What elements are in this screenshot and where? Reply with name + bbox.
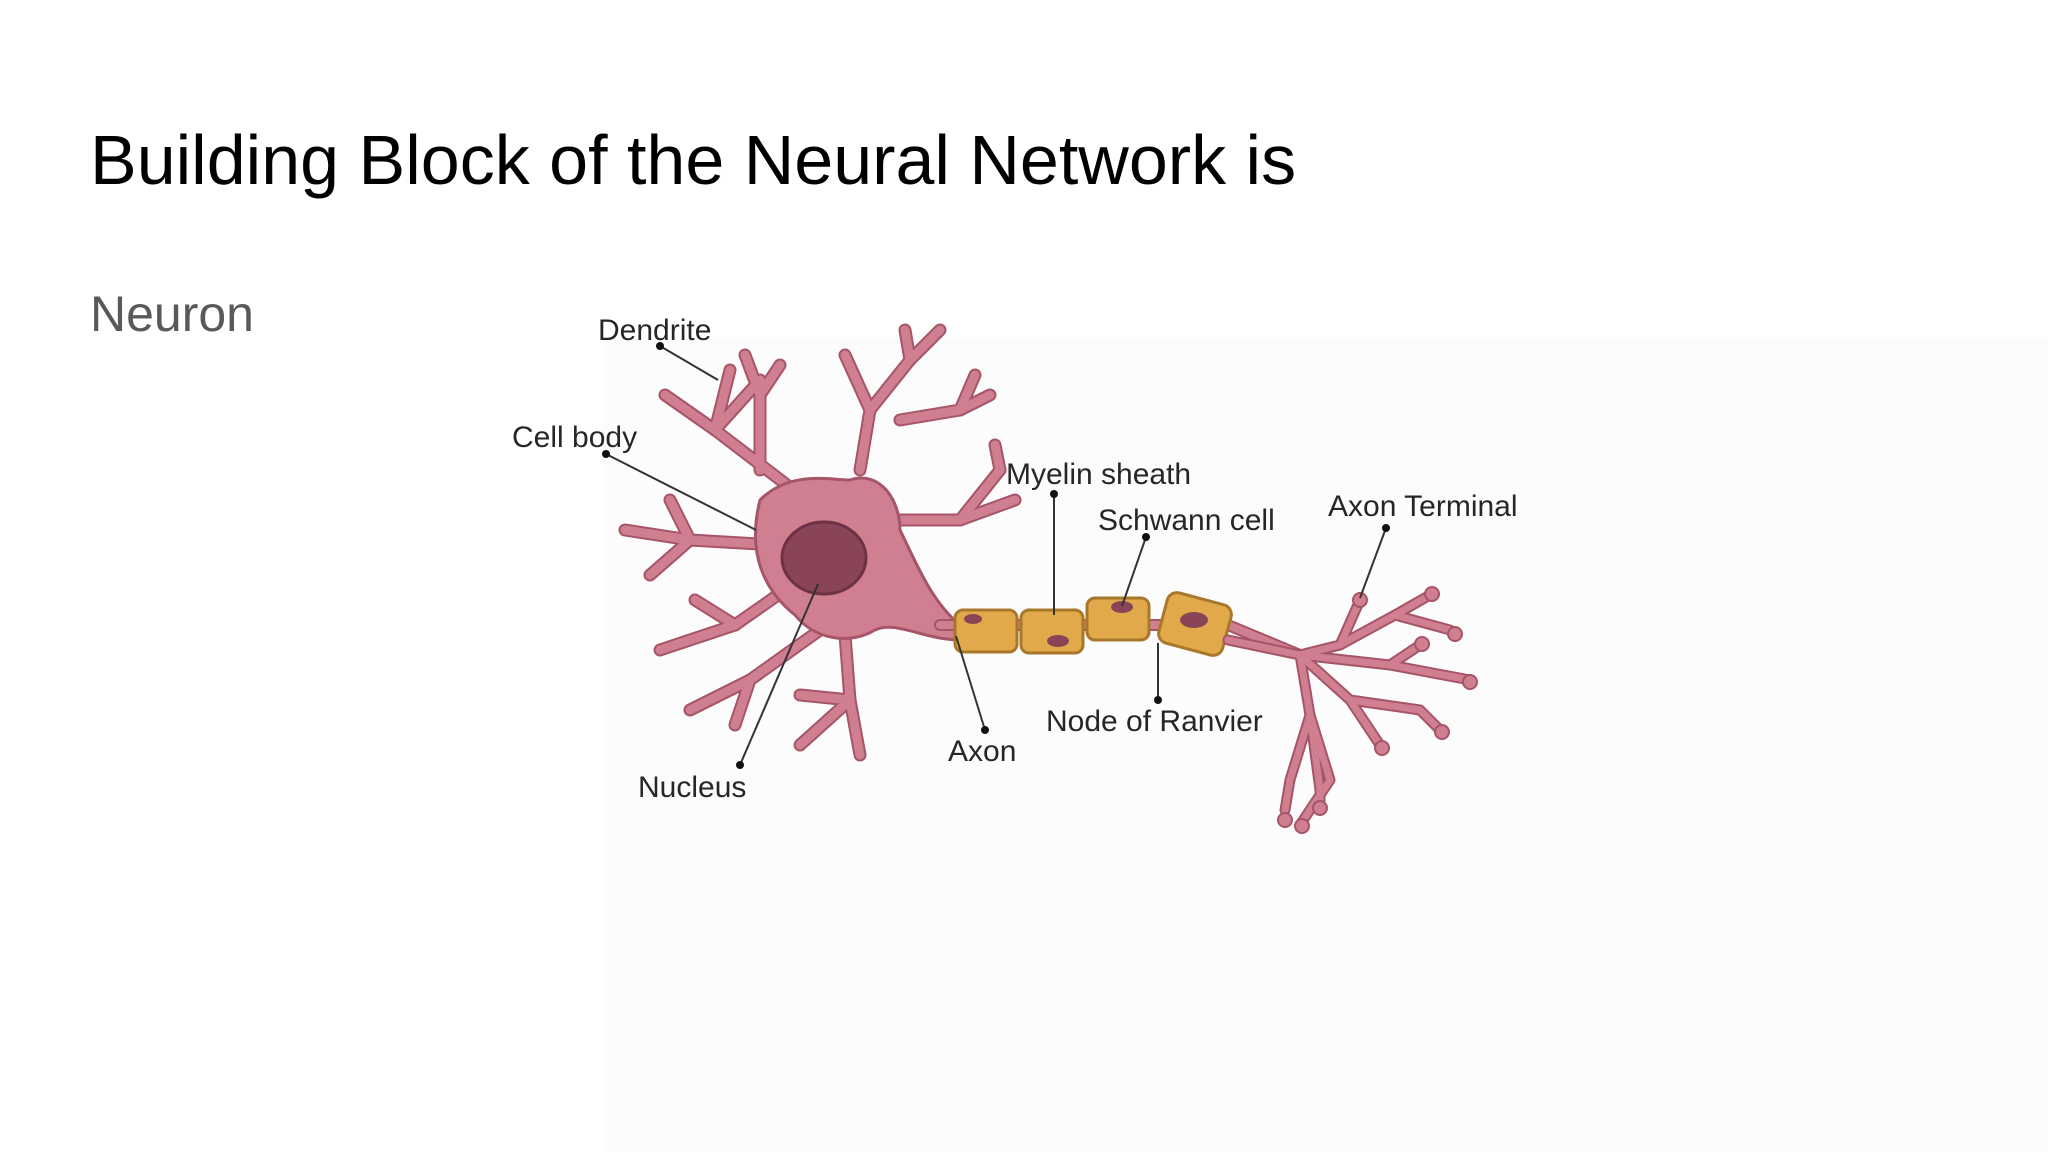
synaptic-knob: [1414, 636, 1430, 652]
label-myelin-sheath: Myelin sheath: [1006, 458, 1191, 491]
synaptic-knob: [1462, 674, 1478, 690]
synaptic-knob: [1294, 818, 1310, 834]
dendrites: [620, 325, 1020, 760]
diagram-background: [603, 338, 2048, 1152]
schwann-nucleus: [1047, 635, 1069, 647]
slide-subtitle: Neuron: [90, 286, 254, 342]
label-dendrite: Dendrite: [598, 314, 711, 347]
synaptic-knob: [1447, 626, 1463, 642]
label-schwann-cell: Schwann cell: [1098, 504, 1275, 537]
schwann-nucleus: [1111, 601, 1133, 613]
label-axon: Axon: [948, 735, 1016, 768]
synaptic-knob: [1352, 592, 1368, 608]
synaptic-knobs: [1277, 586, 1478, 834]
leader-lines: [602, 342, 1390, 769]
synaptic-knob: [1312, 800, 1328, 816]
label-cell-body: Cell body: [512, 421, 637, 454]
synaptic-knob: [1277, 812, 1293, 828]
synaptic-knob: [1424, 586, 1440, 602]
schwann-nucleus: [1180, 612, 1208, 628]
myelin-segment: [1085, 596, 1151, 642]
synaptic-knob: [1374, 740, 1390, 756]
synaptic-knob: [1434, 724, 1450, 740]
myelin-sheath: [953, 591, 1233, 657]
slide-title: Building Block of the Neural Network is: [90, 121, 1297, 199]
myelin-segment: [1019, 608, 1085, 655]
nucleus: [780, 520, 868, 596]
axon-terminal-branches: [1224, 591, 1474, 829]
myelin-segment: [953, 608, 1019, 654]
label-nucleus: Nucleus: [638, 771, 746, 804]
label-axon-terminal: Axon Terminal: [1328, 490, 1518, 523]
schwann-nucleus: [964, 614, 982, 624]
label-node-of-ranvier: Node of Ranvier: [1046, 705, 1263, 738]
